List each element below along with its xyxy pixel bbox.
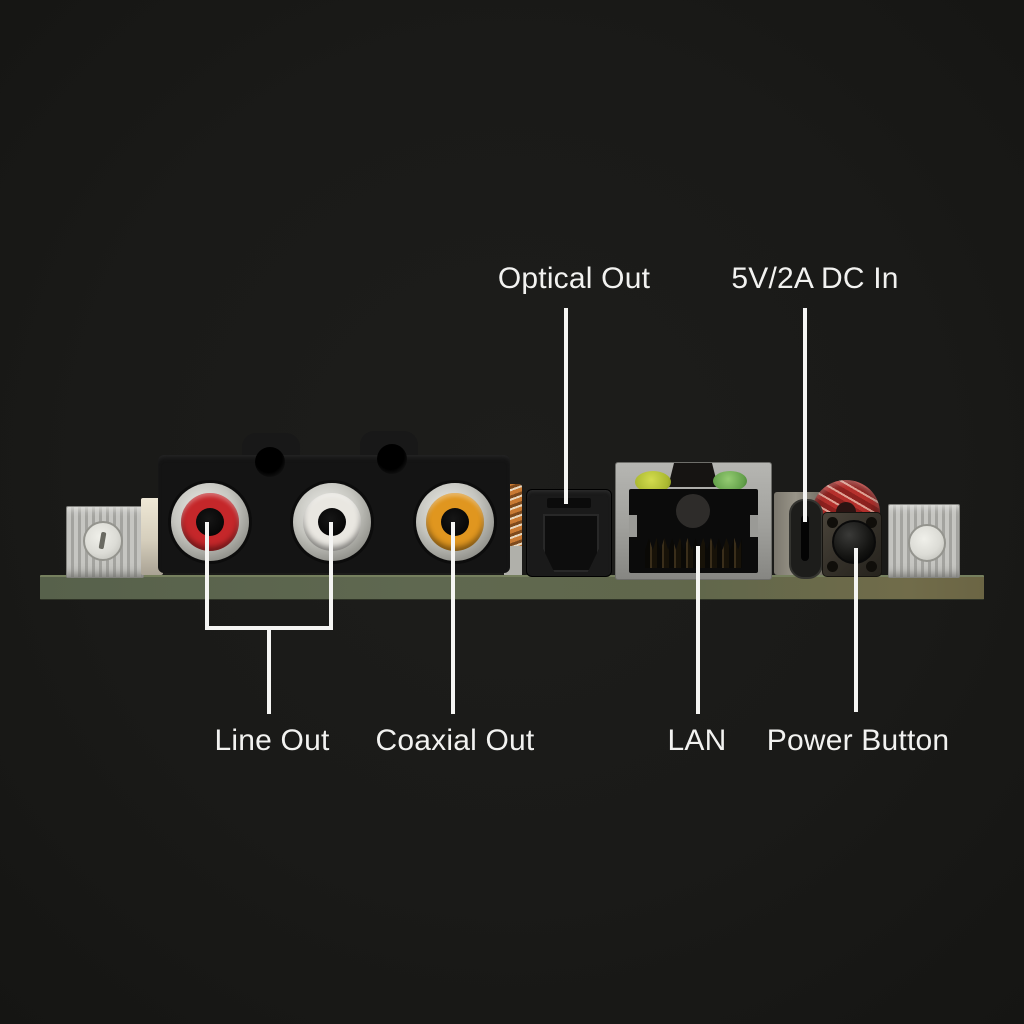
label-lan: LAN <box>667 724 727 757</box>
button-corner-pin <box>866 517 877 528</box>
button-corner-pin <box>866 561 877 572</box>
toslink-lip <box>547 498 591 508</box>
label-dc-in: 5V/2A DC In <box>731 262 899 295</box>
power-push-button <box>822 512 882 577</box>
rca-hole <box>441 508 469 536</box>
rj45-latch-hole <box>676 494 710 528</box>
leader-line-rca-white <box>329 522 333 630</box>
rj45-side-tab <box>629 515 637 537</box>
label-line-out: Line Out <box>214 724 330 757</box>
leader-line-optical <box>564 308 568 504</box>
usb-c-slot <box>801 515 809 561</box>
board-component <box>141 498 163 575</box>
leader-line-dc-in <box>803 308 807 522</box>
button-corner-pin <box>827 561 838 572</box>
rca-hole <box>196 508 224 536</box>
button-corner-pin <box>827 517 838 528</box>
rca-ring-orange <box>426 493 484 551</box>
rj45-pins <box>645 538 742 568</box>
heatsink-left <box>66 506 144 578</box>
label-optical-out: Optical Out <box>497 262 651 295</box>
leader-stem-line-out <box>267 626 271 714</box>
toslink-door <box>543 514 599 572</box>
lan-rj45-port <box>615 462 772 580</box>
optical-toslink-port <box>526 489 612 577</box>
heatsink-right <box>888 504 960 578</box>
pcb-board <box>40 575 984 600</box>
leader-line-lan <box>696 546 700 714</box>
rca-jack-coaxial-out <box>416 483 494 561</box>
rj45-top-notch <box>668 463 718 487</box>
rj45-side-tab <box>750 515 758 537</box>
screw-slot <box>98 531 107 550</box>
heatsink-right-screw-hole <box>908 524 946 562</box>
label-power-button: Power Button <box>766 724 950 757</box>
leader-line-power <box>854 548 858 712</box>
rca-ring-red <box>181 493 239 551</box>
label-coaxial-out: Coaxial Out <box>375 724 535 757</box>
rca-mount-hole-left <box>255 447 285 477</box>
leader-line-rca-red <box>205 522 209 630</box>
lan-led-green <box>713 471 747 491</box>
rca-jack-line-out-left <box>171 483 249 561</box>
rca-mount-hole-right <box>377 444 407 474</box>
leader-line-coaxial <box>451 522 455 714</box>
lan-led-yellow <box>635 471 671 493</box>
rj45-cavity <box>629 489 758 573</box>
heatsink-left-screw-hole <box>83 521 123 561</box>
